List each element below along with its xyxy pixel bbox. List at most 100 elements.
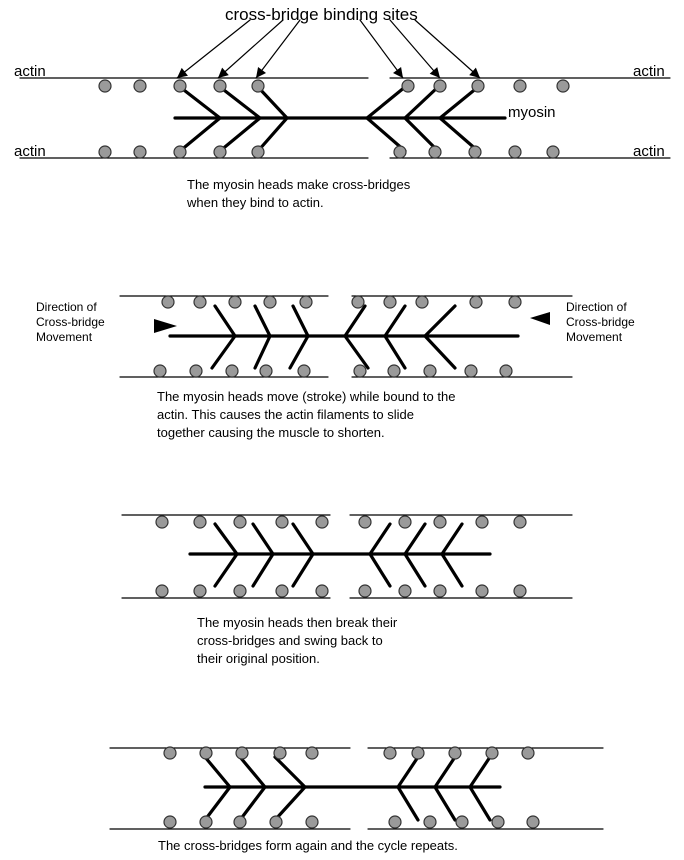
binding-site [433,515,447,529]
caption-line: their original position. [197,651,320,666]
binding-site [556,79,570,93]
binding-site [193,515,207,529]
binding-site [428,145,442,159]
binding-site [133,79,147,93]
binding-site [155,515,169,529]
binding-site [513,79,527,93]
myosin-head [433,755,457,822]
binding-site [98,79,112,93]
binding-site [275,515,289,529]
myosin-head [238,755,268,822]
caption-line: cross-bridges and swing back to [197,633,383,648]
binding-site [383,746,397,760]
caption-step-4: The cross-bridges form again and the cyc… [158,837,458,855]
binding-site [485,746,499,760]
binding-site [133,145,147,159]
binding-site [273,746,287,760]
myosin-head [256,85,290,153]
myosin-head [213,522,239,588]
caption-line: The myosin heads move (stroke) while bou… [157,389,456,404]
actin-label-top-left: actin [14,63,46,80]
myosin-head [251,522,275,588]
pointer-arrowhead [256,67,267,78]
pointer-arrowhead [469,67,480,78]
binding-site [513,515,527,529]
binding-site [297,364,311,378]
myosin-head [218,85,263,153]
binding-site [305,815,319,829]
binding-site [163,746,177,760]
binding-site [315,515,329,529]
myosin-head [273,755,308,822]
binding-site [173,79,187,93]
myosin-head [203,755,233,822]
myosin-head [210,304,237,370]
caption-step-3: The myosin heads then break their cross-… [197,614,397,668]
myosin-head [253,304,272,370]
binding-site [411,746,425,760]
direction-label-left: Direction of Cross-bridge Movement [36,300,105,345]
binding-site [98,145,112,159]
pointer-arrowhead [393,66,403,78]
binding-site [491,815,505,829]
binding-site [383,295,397,309]
pointer-arrow-line [217,19,284,79]
binding-site [521,746,535,760]
binding-site [199,815,213,829]
myosin-head [396,755,420,822]
binding-site [433,584,447,598]
actin-label-top-right: actin [633,63,665,80]
binding-site [423,815,437,829]
binding-site [387,364,401,378]
binding-site [508,145,522,159]
binding-site [213,145,227,159]
binding-sites-label: cross-bridge binding sites [225,5,418,24]
caption-step-2: The myosin heads move (stroke) while bou… [157,388,455,442]
caption-line: actin. This causes the actin filaments t… [157,407,414,422]
pointer-arrowhead [218,67,229,78]
binding-site [398,584,412,598]
binding-site [163,815,177,829]
binding-site [351,295,365,309]
binding-site [353,364,367,378]
binding-site [358,515,372,529]
actin-label-bottom-right: actin [633,143,665,160]
binding-site [269,815,283,829]
binding-site [275,584,289,598]
binding-site [213,79,227,93]
myosin-head [403,522,427,588]
direction-label-right: Direction of Cross-bridge Movement [566,300,635,345]
binding-site [155,584,169,598]
binding-site [315,584,329,598]
binding-site [398,515,412,529]
binding-site [263,295,277,309]
direction-arrow-right [154,319,177,333]
binding-site [401,79,415,93]
caption-line: The myosin heads make cross-bridges [187,177,411,192]
pointer-arrow-line [414,19,481,79]
myosin-head [343,304,370,370]
myosin-head [468,755,492,822]
binding-site [468,145,482,159]
binding-site [161,295,175,309]
binding-site [475,584,489,598]
pointer-arrow-line [255,19,301,79]
binding-site [455,815,469,829]
binding-site [189,364,203,378]
myosin-head [178,85,223,153]
binding-site [225,364,239,378]
binding-site [393,145,407,159]
pointer-arrow-line [389,19,441,79]
caption-line: The cross-bridges form again and the cyc… [158,838,458,853]
binding-site [228,295,242,309]
binding-site [299,295,313,309]
myosin-head [288,304,310,370]
binding-site [199,746,213,760]
myosin-head [368,522,392,588]
binding-site [508,295,522,309]
myosin-head [422,304,457,370]
direction-line: Cross-bridge [566,315,635,329]
binding-site [358,584,372,598]
binding-site [233,584,247,598]
